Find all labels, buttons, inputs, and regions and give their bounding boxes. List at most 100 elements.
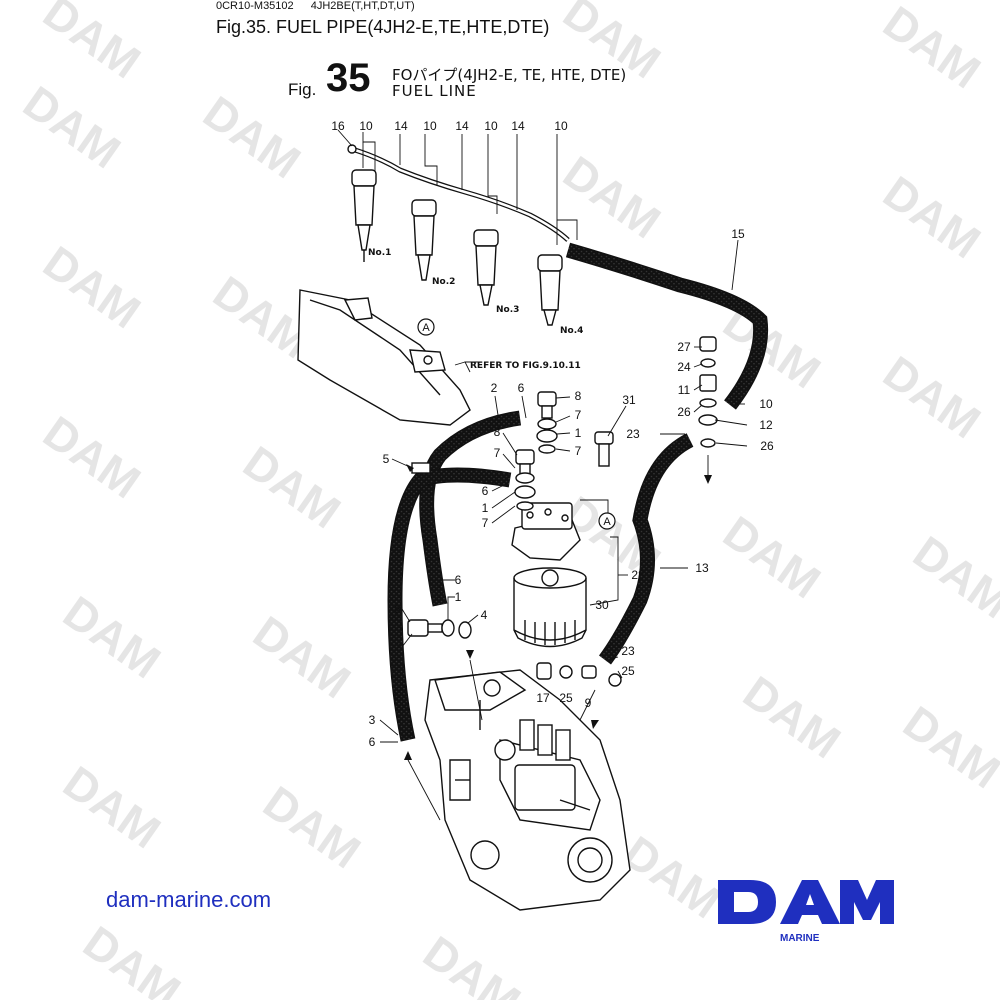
watermark: DAM <box>894 696 1000 799</box>
callout-8: 8 <box>395 602 402 616</box>
pipe-end-cap <box>347 144 357 154</box>
pump-fittings <box>407 619 622 687</box>
callout-7: 7 <box>575 408 582 422</box>
callout-8: 8 <box>494 425 501 439</box>
callout-15: 15 <box>731 227 745 241</box>
callout-26: 26 <box>760 439 774 453</box>
callout-6: 6 <box>455 573 462 587</box>
callout-16: 16 <box>331 119 345 133</box>
injector-label-no1: No.1 <box>368 248 391 258</box>
callout-10: 10 <box>359 119 373 133</box>
callout-5: 5 <box>383 452 390 466</box>
callout-8: 8 <box>575 389 582 403</box>
callout-10: 10 <box>759 397 773 411</box>
watermark: DAM <box>244 606 360 709</box>
filter-head-28 <box>511 502 581 561</box>
watermark: DAM <box>554 0 670 88</box>
fig-number: 35 <box>326 56 371 100</box>
watermark: DAM <box>34 236 150 339</box>
watermark: DAM <box>874 0 990 98</box>
callout-9: 9 <box>585 696 592 710</box>
injector-3 <box>473 229 499 306</box>
callout-10: 10 <box>484 119 498 133</box>
watermark: DAM <box>254 776 370 879</box>
injector-4 <box>537 254 563 326</box>
injector-label-no4: No.4 <box>560 326 583 336</box>
page-title: Fig.35. FUEL PIPE(4JH2-E,TE,HTE,DTE) <box>216 17 550 37</box>
bolt-31 <box>594 431 614 467</box>
refer-note: REFER TO FIG.9.10.11 <box>470 361 581 371</box>
watermark: DAM <box>874 346 990 449</box>
callout-14: 14 <box>394 119 408 133</box>
callout-11: 11 <box>678 383 691 397</box>
doc-code: 0CR10-M35102 <box>216 0 294 12</box>
banjo-bolt-8-upper <box>536 391 558 454</box>
callout-1: 1 <box>455 590 462 604</box>
injector-label-no2: No.2 <box>432 277 455 287</box>
callout-14: 14 <box>455 119 469 133</box>
flow-arrows <box>404 464 712 760</box>
callout-3: 3 <box>369 713 376 727</box>
website-link[interactable]: dam-marine.com <box>106 887 272 912</box>
fig-word: Fig. <box>288 80 317 99</box>
callout-7: 7 <box>494 446 501 460</box>
callout-23: 23 <box>621 644 635 658</box>
watermark: DAM <box>234 436 350 539</box>
watermark: DAM <box>194 86 310 189</box>
watermark: DAM <box>414 926 530 1000</box>
watermark: DAM <box>904 526 1000 629</box>
fig-title-jp: FOパイプ(4JH2-E, TE, HTE, DTE) <box>392 66 627 84</box>
return-hose-15-fill <box>566 244 767 409</box>
callout-7: 7 <box>395 640 402 654</box>
callout-31: 31 <box>622 393 636 407</box>
watermark: DAM <box>14 76 130 179</box>
callout-6: 6 <box>482 484 489 498</box>
callout-6: 6 <box>369 735 376 749</box>
injector-label-no3: No.3 <box>496 305 519 315</box>
hose-3-fill <box>388 469 511 742</box>
leader-lines <box>337 129 748 821</box>
callout-4: 4 <box>481 608 488 622</box>
hose-clamp-5 <box>411 462 431 474</box>
hose-13-fill <box>600 434 693 664</box>
callout-1: 1 <box>482 501 489 515</box>
callout-2: 2 <box>491 381 498 395</box>
callout-1: 1 <box>575 426 582 440</box>
callout-10: 10 <box>423 119 437 133</box>
model-list: 4JH2BE(T,HT,DT,UT) <box>310 0 415 12</box>
injection-pump <box>424 669 631 911</box>
watermark: DAM <box>554 146 670 249</box>
dam-logo <box>718 880 894 924</box>
watermark: DAM <box>74 916 190 1000</box>
callout-27: 27 <box>677 340 691 354</box>
marker-a-label: A <box>422 322 430 334</box>
callout-25: 25 <box>559 691 573 705</box>
callout-24: 24 <box>677 360 691 374</box>
watermark: DAM <box>34 406 150 509</box>
watermark: DAM <box>714 296 830 399</box>
ref-marker-a <box>417 318 616 530</box>
watermark: DAM <box>54 756 170 859</box>
filter-cartridge-30 <box>513 567 587 648</box>
banjo-bolt-8-lower <box>514 449 536 511</box>
callout-14: 14 <box>511 119 525 133</box>
callout-28: 28 <box>631 568 645 582</box>
watermark: DAM <box>734 666 850 769</box>
injector-1 <box>351 169 377 262</box>
callout-26: 26 <box>677 405 691 419</box>
leak-off-pipe-inner <box>354 148 569 241</box>
callout-10: 10 <box>554 119 568 133</box>
callout-17: 17 <box>536 691 550 705</box>
callout-6: 6 <box>518 381 525 395</box>
logo-subtitle: MARINE <box>780 933 820 944</box>
injector-2 <box>411 199 437 281</box>
callout-30: 30 <box>595 598 609 612</box>
header-code-line: 0CR10-M35102 4JH2BE(T,HT,DT,UT) <box>216 0 429 12</box>
watermark: DAM <box>54 586 170 689</box>
watermark: DAM <box>874 166 990 269</box>
callout-12: 12 <box>759 418 773 432</box>
intake-manifold <box>297 289 471 426</box>
callout-13: 13 <box>695 561 709 575</box>
marker-a-label: A <box>603 516 611 528</box>
